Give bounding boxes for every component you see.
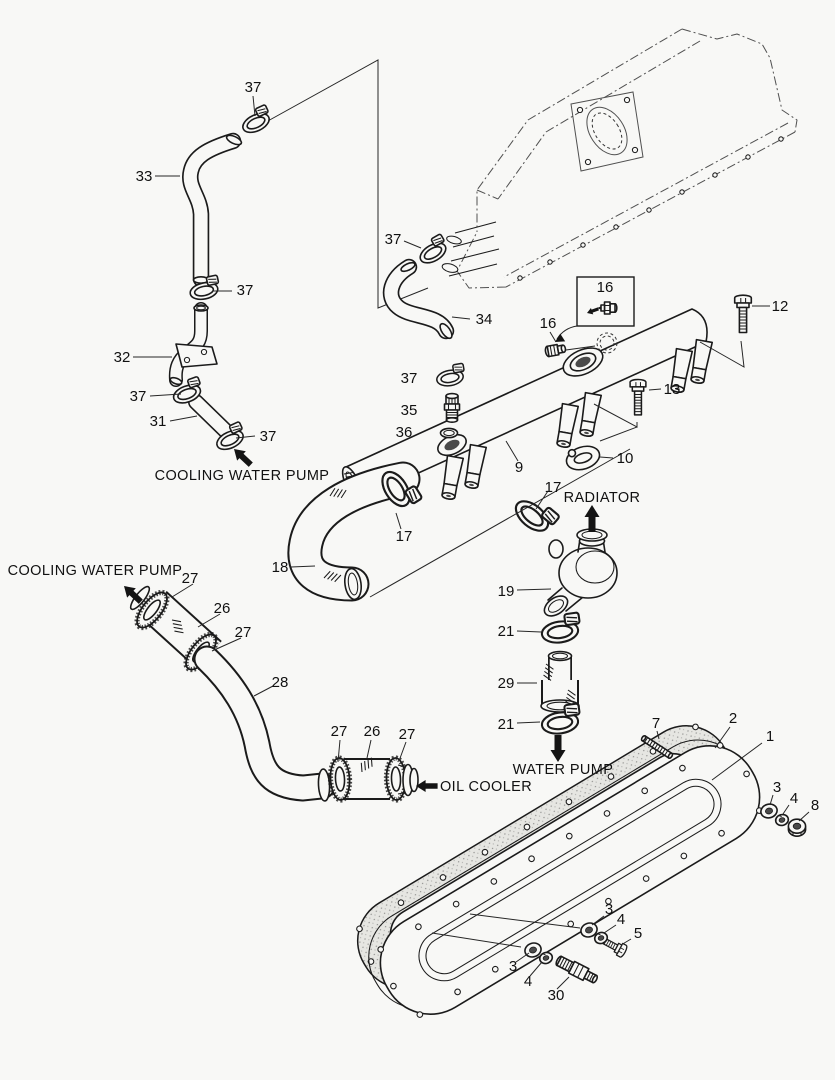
detail-boundary-lines	[256, 59, 429, 309]
hose-34	[382, 258, 455, 340]
part-label-17: 17	[545, 479, 562, 496]
bolt-13	[629, 378, 647, 416]
part-label-18: 18	[272, 559, 289, 576]
annotation-oil-cooler: OIL COOLER	[440, 779, 532, 795]
engine-block-phantom-outline	[441, 28, 798, 289]
part-label-2: 2	[729, 710, 737, 727]
part-label-5: 5	[634, 925, 642, 942]
annotation-cooling-water-pump-upper: COOLING WATER PUMP	[155, 468, 330, 484]
sensor-hole-16	[596, 332, 618, 354]
part-label-10: 10	[617, 450, 634, 467]
o-ring-36	[439, 427, 459, 439]
hose-clamp-37	[413, 232, 452, 268]
fitting-35	[443, 392, 461, 424]
engine-cover-bolt-holes	[517, 136, 784, 281]
hose-clamp-21	[538, 611, 584, 646]
part-label-1: 1	[766, 728, 774, 745]
part-label-37: 37	[260, 428, 277, 445]
hose-clamp-17	[509, 489, 561, 540]
part-label-29: 29	[498, 675, 515, 692]
part-label-19: 19	[498, 583, 515, 600]
part-label-37: 37	[130, 388, 147, 405]
part-label-27: 27	[331, 723, 348, 740]
fitting-30	[555, 955, 599, 984]
hose-28	[193, 645, 336, 802]
wire-clamp-10	[565, 445, 601, 471]
part-label-13: 13	[664, 381, 681, 398]
part-label-4: 4	[524, 973, 532, 990]
part-label-37: 37	[385, 231, 402, 248]
part-label-27: 27	[182, 570, 199, 587]
part-label-12: 12	[772, 298, 789, 315]
part-label-9: 9	[515, 459, 523, 476]
temp-sensor-16	[597, 301, 618, 315]
oil-cooler-direction-arrow	[416, 780, 438, 792]
thermostat-housing-19	[543, 528, 618, 617]
radiator-direction-arrow	[584, 505, 600, 532]
part-label-37: 37	[401, 370, 418, 387]
part-label-26: 26	[214, 600, 231, 617]
water-pump-direction-arrow	[550, 735, 566, 762]
coupling-26-27-oil-cooler	[329, 754, 419, 801]
part-label-32: 32	[114, 349, 131, 366]
part-label-4: 4	[790, 790, 798, 807]
part-label-27: 27	[399, 726, 416, 743]
part-label-3: 3	[605, 901, 613, 918]
part-label-28: 28	[272, 674, 289, 691]
oil-cooler-cover-1	[368, 739, 763, 1018]
part-label-17: 17	[396, 528, 413, 545]
manifold-fitting-boss	[437, 433, 467, 457]
water-manifold-pipe-9	[341, 308, 714, 502]
hose-33	[182, 132, 243, 288]
part-label-31: 31	[150, 413, 167, 430]
annotation-water-pump: WATER PUMP	[513, 762, 614, 778]
hose-clamp-37	[433, 362, 468, 389]
part-label-36: 36	[396, 424, 413, 441]
hose-18	[287, 461, 421, 602]
plug-fitting-16	[544, 343, 567, 358]
nut-8	[787, 818, 807, 838]
pipe-32-bracket	[175, 343, 218, 368]
washer-3	[758, 801, 780, 821]
bolt-12	[733, 294, 753, 334]
part-label-26: 26	[364, 723, 381, 740]
reducer-hose-29	[539, 650, 580, 713]
detail-16-curved-arrow-head	[555, 333, 566, 342]
spring-washer-4	[773, 812, 791, 828]
coupling-26-27-upper	[128, 584, 222, 674]
part-label-21: 21	[498, 716, 515, 733]
part-label-27: 27	[235, 624, 252, 641]
part-number-labels: 3733373237313737341616121337353691017171…	[114, 79, 820, 1004]
hose-clamp-37	[237, 103, 275, 137]
annotation-radiator: RADIATOR	[564, 490, 641, 506]
part-label-3: 3	[509, 958, 517, 975]
cover-bolt-holes	[377, 742, 763, 1018]
part-label-16: 16	[597, 279, 614, 296]
detail-16-arrow	[585, 305, 600, 317]
pipe-32	[168, 302, 218, 387]
part-label-37: 37	[245, 79, 262, 96]
engine-water-pipe-stubs	[441, 221, 500, 277]
leader-lines	[133, 95, 810, 990]
detail-box-16	[555, 276, 635, 342]
part-label-7: 7	[652, 715, 660, 732]
part-label-30: 30	[548, 987, 565, 1004]
part-label-34: 34	[476, 311, 493, 328]
manifold-foot	[554, 402, 580, 450]
part-label-37: 37	[237, 282, 254, 299]
part-label-35: 35	[401, 402, 418, 419]
part-label-4: 4	[617, 911, 625, 928]
text-annotations: COOLING WATER PUMP COOLING WATER PUMP RADI…	[8, 468, 641, 795]
manifold-top-port	[562, 347, 604, 377]
part-label-21: 21	[498, 623, 515, 640]
part-label-33: 33	[136, 168, 153, 185]
part-label-3: 3	[773, 779, 781, 796]
part-label-8: 8	[811, 797, 819, 814]
part-label-16: 16	[540, 315, 557, 332]
annotation-cooling-water-pump-lower: COOLING WATER PUMP	[8, 563, 183, 579]
engine-cover-flange	[570, 91, 644, 172]
